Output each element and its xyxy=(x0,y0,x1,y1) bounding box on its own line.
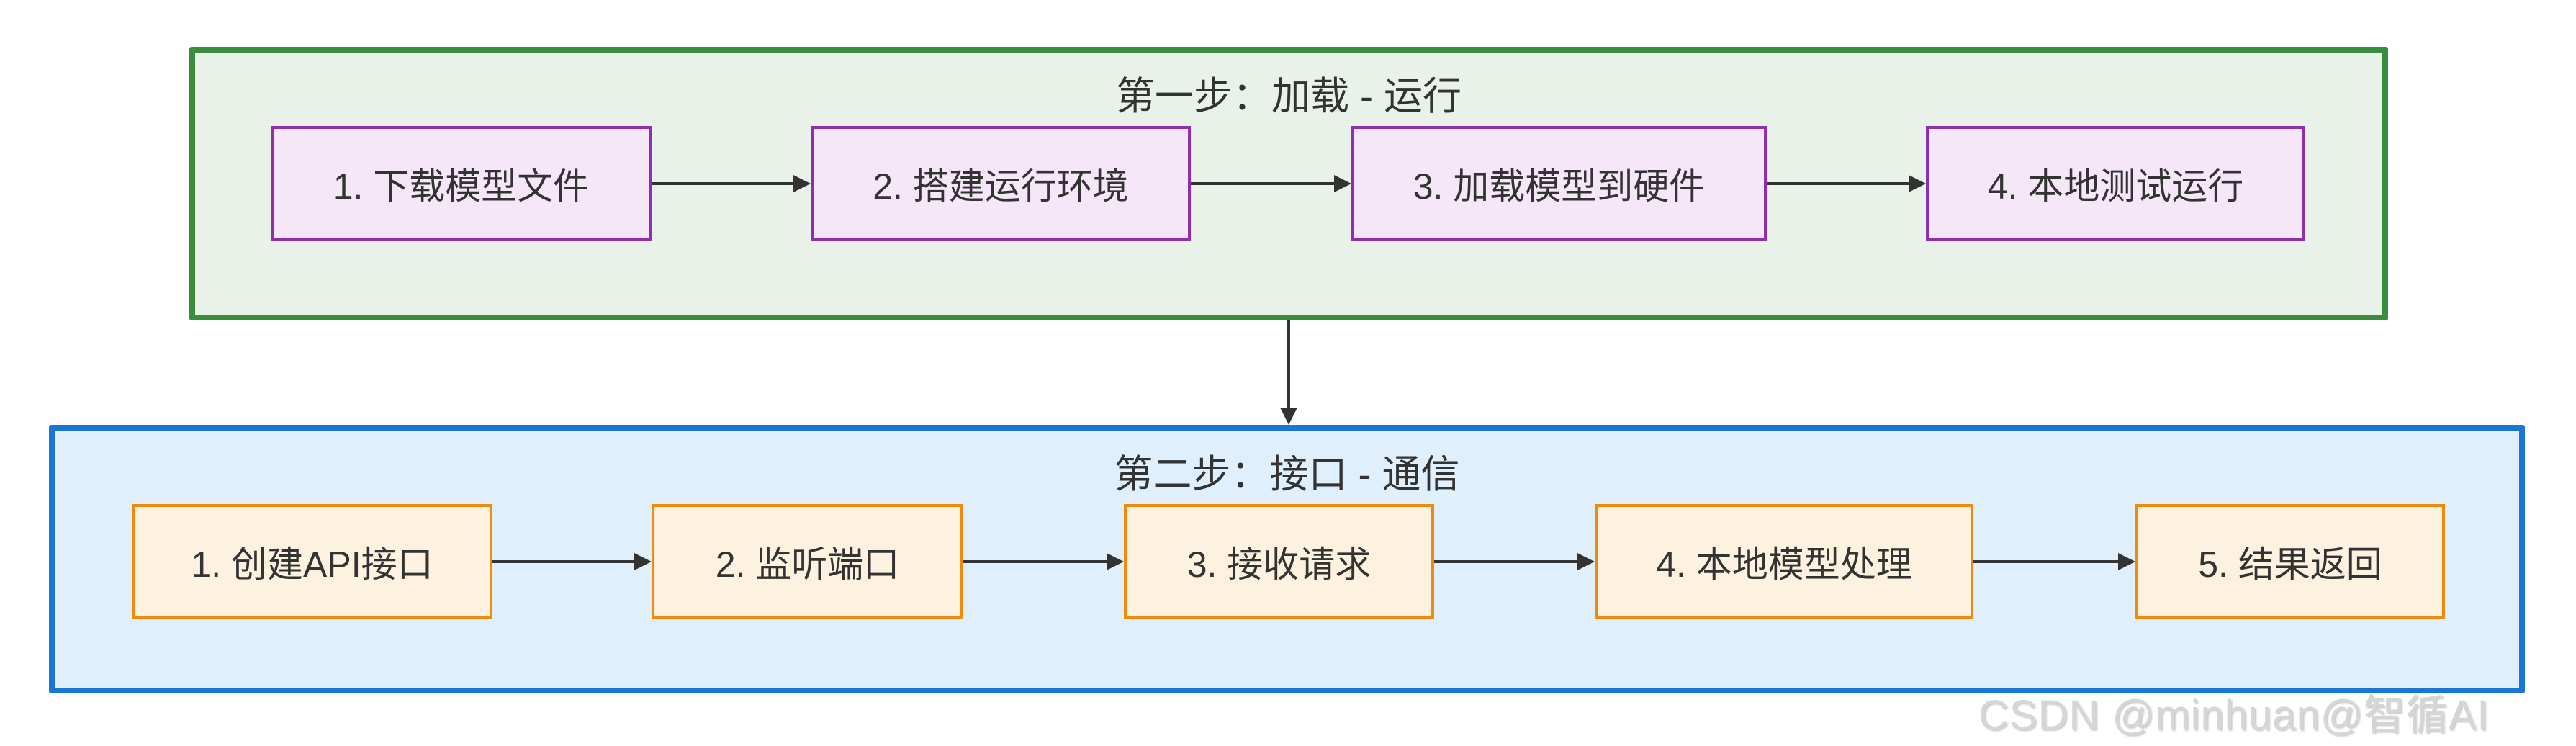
step2-node-return-result: 5. 结果返回 xyxy=(2135,504,2445,619)
step2-node-listen-port: 2. 监听端口 xyxy=(652,504,963,619)
watermark: CSDN @minhuan@智循AI xyxy=(1978,692,2490,739)
step1-node-local-test-run: 4. 本地测试运行 xyxy=(1926,126,2305,241)
step1-title: 第一步：加载 - 运行 xyxy=(1116,75,1462,118)
step2-node-receive-request: 3. 接收请求 xyxy=(1124,504,1434,619)
step1-node-load-to-hardware: 3. 加载模型到硬件 xyxy=(1351,126,1767,241)
arrow-right-icon xyxy=(1434,560,1577,563)
step2-node-create-api: 1. 创建API接口 xyxy=(132,504,492,619)
arrow-right-icon xyxy=(1191,182,1334,185)
arrow-right-icon xyxy=(963,560,1107,563)
arrow-down-icon xyxy=(1287,320,1290,408)
arrow-right-icon xyxy=(1767,182,1909,185)
step1-node-download-model: 1. 下载模型文件 xyxy=(271,126,652,241)
step2-node-local-model-process: 4. 本地模型处理 xyxy=(1595,504,1973,619)
arrow-right-icon xyxy=(1973,560,2118,563)
step2-title: 第二步：接口 - 通信 xyxy=(1114,453,1460,496)
arrow-right-icon xyxy=(652,182,793,185)
arrow-right-icon xyxy=(492,560,634,563)
step1-node-setup-environment: 2. 搭建运行环境 xyxy=(811,126,1191,241)
